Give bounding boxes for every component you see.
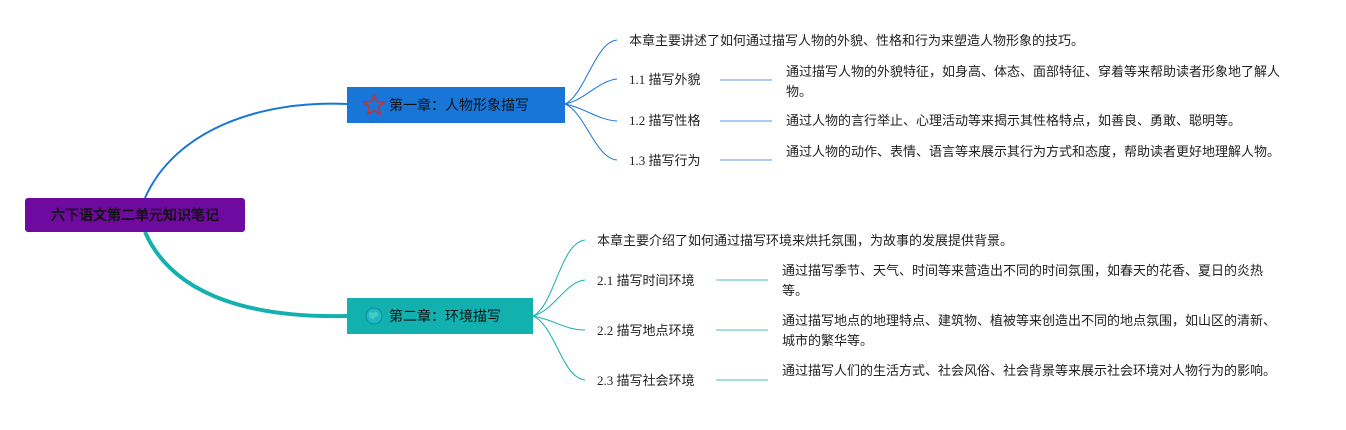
connector-ch2-summary — [532, 239, 586, 317]
section-1-1-title[interactable]: 1.1 描写外貌 — [629, 72, 701, 87]
connector-ch1-sec1 — [564, 78, 618, 105]
section-1-1-description: 通过描写人物的外貌特征，如身高、体态、面部特征、穿着等来帮助读者形象地了解人物。 — [786, 64, 1281, 99]
section-1-3-description: 通过人物的动作、表情、语言等来展示其行为方式和态度，帮助读者更好地理解人物。 — [786, 144, 1281, 159]
chapter-2-label: 第二章：环境描写 — [389, 308, 501, 324]
globe-icon — [361, 303, 387, 329]
section-2-3-title[interactable]: 2.3 描写社会环境 — [597, 373, 695, 388]
chapter-1-node[interactable]: 第一章：人物形象描写 — [347, 87, 565, 123]
section-2-2-description: 通过描写地点的地理特点、建筑物、植被等来创造出不同的地点氛围，如山区的清新、城市… — [782, 313, 1277, 348]
star-icon — [361, 92, 387, 118]
connector-ch1-sec2 — [564, 103, 618, 122]
chapter-1-summary: 本章主要讲述了如何通过描写人物的外貌、性格和行为来塑造人物形象的技巧。 — [629, 33, 1085, 48]
section-2-3-description: 通过描写人们的生活方式、社会风俗、社会背景等来展示社会环境对人物行为的影响。 — [782, 363, 1277, 378]
connector-root-chapter1 — [144, 102, 348, 199]
chapter-2-summary: 本章主要介绍了如何通过描写环境来烘托氛围，为故事的发展提供背景。 — [597, 233, 1014, 248]
root-node[interactable]: 六下语文第二单元知识笔记 — [25, 198, 245, 232]
section-2-1-title[interactable]: 2.1 描写时间环境 — [597, 273, 695, 288]
section-2-1-description: 通过描写季节、天气、时间等来营造出不同的时间氛围，如春天的花香、夏日的炎热等。 — [782, 263, 1264, 298]
chapter-2-node[interactable]: 第二章：环境描写 — [347, 298, 533, 334]
section-2-2-title[interactable]: 2.2 描写地点环境 — [597, 323, 695, 338]
connector-ch2-sec3 — [532, 315, 586, 381]
section-1-3-title[interactable]: 1.3 描写行为 — [629, 153, 701, 168]
connector-root-chapter2 — [143, 231, 348, 319]
connector-ch2-sec1 — [532, 279, 586, 317]
section-1-2-title[interactable]: 1.2 描写性格 — [629, 113, 701, 128]
connector-ch2-sec2 — [532, 315, 586, 331]
connector-ch1-summary — [564, 39, 618, 105]
chapter-1-label: 第一章：人物形象描写 — [389, 97, 529, 113]
root-label: 六下语文第二单元知识笔记 — [51, 207, 219, 223]
section-1-2-description: 通过人物的言行举止、心理活动等来揭示其性格特点，如善良、勇敢、聪明等。 — [786, 113, 1242, 128]
connector-ch1-sec3 — [564, 103, 618, 161]
